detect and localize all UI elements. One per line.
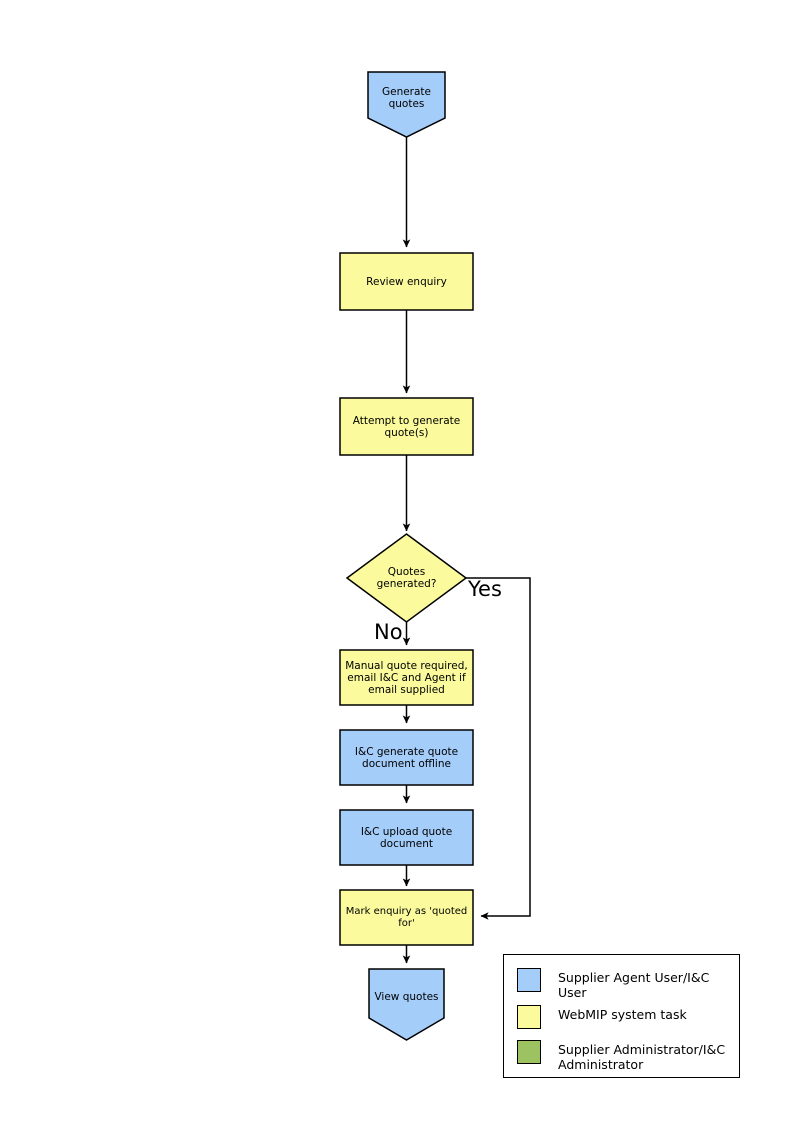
node-upload-shape [339,809,474,866]
node-review-shape [339,252,474,311]
connector-decision-yes-to-mark [465,577,531,920]
node-end[interactable] [368,968,445,1041]
edge-label-yes: Yes [468,577,502,601]
node-attempt-shape [339,397,474,456]
legend-label-webmip-system: WebMIP system task [558,1007,687,1022]
node-decision-shape [345,533,468,623]
node-attempt[interactable] [339,397,474,456]
node-mark-shape [339,889,474,946]
node-mark[interactable] [339,889,474,946]
node-offline-shape [339,729,474,786]
legend-label-supplier-agent: Supplier Agent User/I&C User [558,970,710,1000]
edge-label-no: No [374,620,403,644]
node-start-shape [367,71,446,138]
node-end-shape [368,968,445,1041]
node-review[interactable] [339,252,474,311]
legend-swatch-yellow [517,1005,541,1029]
node-decision[interactable] [345,533,468,623]
node-start[interactable] [367,71,446,138]
connector-group [402,137,531,964]
node-manual[interactable] [339,649,474,706]
legend-item-webmip-system: WebMIP system task [517,1005,687,1029]
node-manual-shape [339,649,474,706]
node-upload[interactable] [339,809,474,866]
legend-label-supplier-administrator: Supplier Administrator/I&C Administrator [558,1042,726,1072]
legend: Supplier Agent User/I&C User WebMIP syst… [503,954,740,1078]
legend-swatch-green [517,1040,541,1064]
node-offline[interactable] [339,729,474,786]
legend-swatch-blue [517,968,541,992]
legend-item-supplier-agent: Supplier Agent User/I&C User [517,968,739,1000]
legend-item-supplier-administrator: Supplier Administrator/I&C Administrator [517,1040,725,1072]
